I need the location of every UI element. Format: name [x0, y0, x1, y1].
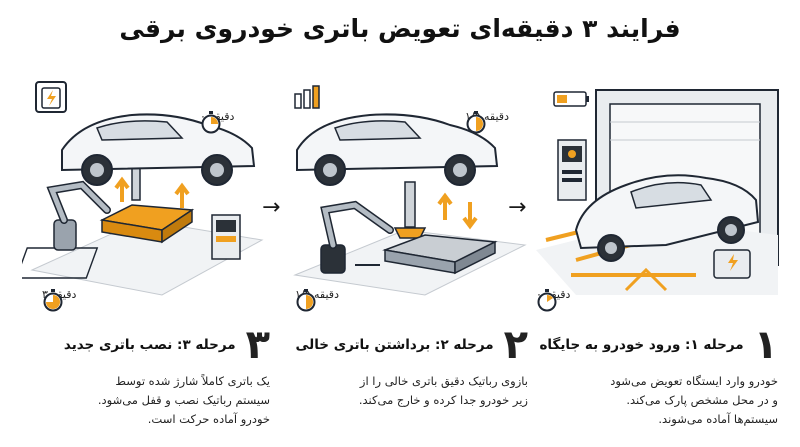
step3-illustration: دقیقه ۰ دقیقه ۳	[22, 70, 268, 312]
robotic-arm	[46, 180, 111, 251]
control-kiosk	[557, 139, 587, 201]
step-title: مرحله ۱: ورود خودرو به جایگاه	[539, 337, 744, 353]
step1-illustration: دقیقه ۰	[536, 70, 782, 312]
stopwatch-icon	[43, 289, 63, 312]
charging-unit	[713, 249, 751, 279]
battery-level-icon	[294, 85, 320, 109]
step2-timer-bottom: دقیقه ۱/۵	[295, 288, 339, 312]
stopwatch-icon	[537, 289, 557, 312]
step-description: خودرو وارد ایستگاه تعویض می‌شود و در محل…	[610, 374, 778, 426]
step-description: یک باتری کاملاً شارژ شده توسط سیستم ربات…	[97, 374, 270, 426]
battery-level-icon	[553, 91, 589, 107]
car-illustration	[61, 113, 256, 186]
step3-timer-top: دقیقه ۰	[200, 110, 234, 134]
step-description: بازوی رباتیک دقیق باتری خالی را از زیر خ…	[358, 374, 528, 407]
step2-text: ۲ مرحله ۲: برداشتن باتری خالی بازوی ربات…	[278, 318, 528, 410]
stopwatch-icon	[296, 289, 316, 312]
step3-timer-bottom: دقیقه ۳	[42, 288, 76, 312]
flow-arrow: →	[508, 195, 527, 220]
step-title: مرحله ۳: نصب باتری جدید	[63, 337, 236, 353]
step2-timer-top: دقیقه ۱/۵	[465, 110, 509, 134]
step2-illustration: دقیقه ۱/۵ دقیقه ۱/۵	[285, 70, 531, 312]
step1-timer-bottom: دقیقه ۰	[536, 288, 570, 312]
flow-arrow: →	[262, 195, 281, 220]
step-number: ۳	[245, 322, 270, 368]
step1-text: ۱ مرحله ۱: ورود خودرو به جایگاه خودرو وا…	[528, 318, 778, 429]
page-title: فرایند ۳ دقیقه‌ای تعویض باتری خودروی برق…	[119, 14, 681, 43]
robotic-arm	[320, 200, 394, 274]
step-number: ۱	[753, 322, 778, 368]
stopwatch-icon	[201, 111, 221, 134]
car-illustration	[574, 174, 760, 262]
car-illustration	[296, 113, 499, 186]
step-number: ۲	[503, 322, 528, 368]
control-kiosk	[211, 214, 241, 260]
battery-charging-icon	[35, 81, 67, 113]
stopwatch-icon	[466, 111, 486, 134]
step3-text: ۳ مرحله ۳: نصب باتری جدید یک باتری کاملا…	[20, 318, 270, 429]
battery-pack-empty	[382, 234, 498, 275]
step-title: مرحله ۲: برداشتن باتری خالی	[295, 337, 494, 353]
battery-pack-new	[99, 204, 195, 244]
